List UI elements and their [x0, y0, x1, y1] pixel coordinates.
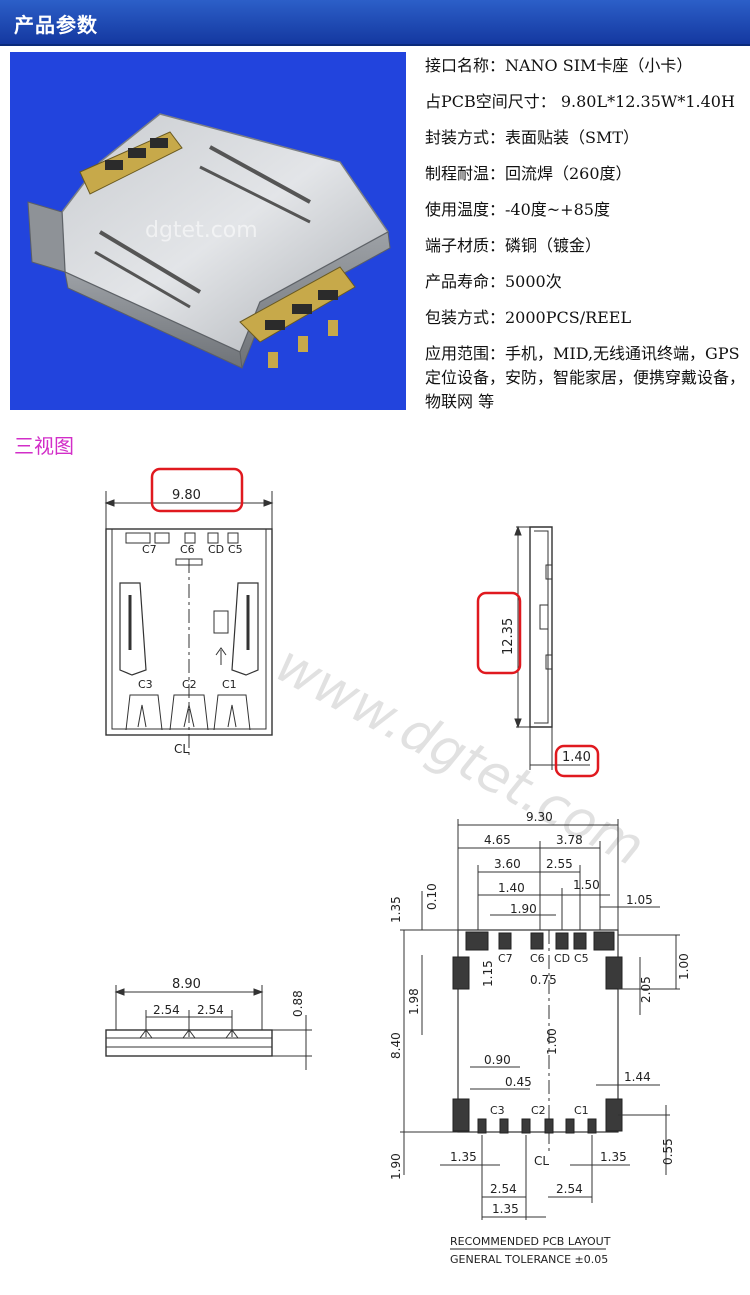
pcb-dim-0-10: 0.10 [425, 883, 439, 910]
side-view: 12.35 1.40 [476, 525, 600, 778]
spec-terminal-material: 端子材质：磷铜（镀金） [425, 236, 602, 255]
pcb-pin-c1: C1 [574, 1104, 589, 1117]
pcb-pin-cd: CD [554, 952, 570, 965]
pcb-dim-0-45: 0.45 [505, 1075, 532, 1089]
pcb-pin-c6: C6 [530, 952, 545, 965]
top-pin-c5: C5 [228, 543, 243, 556]
highlight-length [476, 591, 522, 675]
header-bar: 产品参数 [0, 0, 750, 46]
pcb-dim-3-78: 3.78 [556, 833, 583, 847]
spec-lifetime: 产品寿命：5000次 [425, 272, 562, 291]
top-pin-c7: C7 [142, 543, 157, 556]
spec-applications: 应用范围：手机，MID,无线通讯终端，GPS定位设备，安防，智能家居，便携穿戴设… [425, 344, 746, 411]
pcb-dim-1-35-br: 1.35 [600, 1150, 627, 1164]
pcb-centerline: CL [534, 1154, 549, 1168]
spec-mounting: 封装方式：表面贴装（SMT） [425, 128, 640, 147]
pcb-pin-c7: C7 [498, 952, 513, 965]
pcb-dim-2-05: 2.05 [639, 976, 653, 1003]
front-pitch-right: 2.54 [197, 1003, 224, 1017]
spec-process-temp: 制程耐温：回流焊（260度） [425, 164, 632, 183]
product-illustration: dgtet.com [27, 113, 391, 369]
pcb-dim-1-00-inner: 1.00 [545, 1028, 559, 1055]
pcb-dim-1-05: 1.05 [626, 893, 653, 907]
spec-list: 接口名称：NANO SIM卡座（小卡） 占PCB空间尺寸： 9.80L*12.3… [425, 54, 745, 426]
pcb-dim-3-60: 3.60 [494, 857, 521, 871]
pcb-caption-1: RECOMMENDED PCB LAYOUT [450, 1235, 611, 1248]
top-pin-c3: C3 [138, 678, 153, 691]
pcb-pin-c2: C2 [531, 1104, 546, 1117]
pcb-dim-1-15: 1.15 [481, 960, 495, 987]
highlight-thickness [554, 744, 600, 778]
technical-drawing: www.dgtet.com 9.80 C7 C6 CD C5 [0, 455, 750, 1291]
front-view: 8.90 2.54 2.54 0.88 [105, 977, 312, 1070]
photo-watermark: dgtet.com [145, 218, 258, 243]
product-photo: dgtet.com [10, 52, 406, 410]
pcb-dim-1-98: 1.98 [407, 988, 421, 1015]
pcb-dim-2-54-left: 2.54 [490, 1182, 517, 1196]
pcb-dim-1-00-right: 1.00 [677, 953, 691, 980]
pcb-layout: 9.30 4.65 3.78 3.60 2.55 1.40 1.50 1.90 … [389, 810, 691, 1266]
pcb-pin-c3: C3 [490, 1104, 505, 1117]
pcb-pin-c5: C5 [574, 952, 589, 965]
top-view: 9.80 C7 C6 CD C5 C3 C2 C1 [104, 467, 274, 756]
pcb-dim-1-44: 1.44 [624, 1070, 651, 1084]
top-pin-c2: C2 [182, 678, 197, 691]
spec-interface: 接口名称：NANO SIM卡座（小卡） [425, 56, 693, 75]
pcb-dim-0-55: 0.55 [661, 1138, 675, 1165]
top-pin-c6: C6 [180, 543, 195, 556]
front-view-width: 8.90 [172, 977, 201, 992]
top-view-centerline: CL [174, 742, 189, 756]
pcb-dim-1-90-left: 1.90 [389, 1153, 403, 1180]
pcb-dim-8-40: 8.40 [389, 1032, 403, 1059]
pcb-dim-1-35-left: 1.35 [389, 896, 403, 923]
pcb-dim-1-35-bl: 1.35 [450, 1150, 477, 1164]
spec-pcb-size: 占PCB空间尺寸： 9.80L*12.35W*1.40H [425, 92, 735, 111]
pcb-dim-1-35-bottom: 1.35 [492, 1202, 519, 1216]
pcb-dim-0-75: 0.75 [530, 973, 557, 987]
pcb-dim-4-65: 4.65 [484, 833, 511, 847]
pcb-dim-1-50: 1.50 [573, 878, 600, 892]
pcb-caption-2: GENERAL TOLERANCE ±0.05 [450, 1253, 608, 1266]
front-view-height: 0.88 [291, 990, 305, 1017]
spec-operating-temp: 使用温度：-40度~+85度 [425, 200, 610, 219]
pcb-dim-0-90: 0.90 [484, 1053, 511, 1067]
section-title-three-views: 三视图 [14, 434, 74, 458]
spec-packaging: 包装方式：2000PCS/REEL [425, 308, 632, 327]
pcb-dim-2-55: 2.55 [546, 857, 573, 871]
drawing-watermark: www.dgtet.com [266, 634, 654, 878]
highlight-width [150, 467, 244, 513]
side-view-thickness: 1.40 [562, 750, 591, 765]
side-view-length: 12.35 [501, 618, 516, 655]
top-pin-c1: C1 [222, 678, 237, 691]
header-title: 产品参数 [14, 13, 98, 37]
pcb-dim-1-90: 1.90 [510, 902, 537, 916]
top-pin-cd: CD [208, 543, 224, 556]
pcb-dim-2-54-right: 2.54 [556, 1182, 583, 1196]
pcb-dim-1-40: 1.40 [498, 881, 525, 895]
top-view-width: 9.80 [172, 488, 201, 503]
pcb-total-width: 9.30 [526, 810, 553, 824]
front-pitch-left: 2.54 [153, 1003, 180, 1017]
